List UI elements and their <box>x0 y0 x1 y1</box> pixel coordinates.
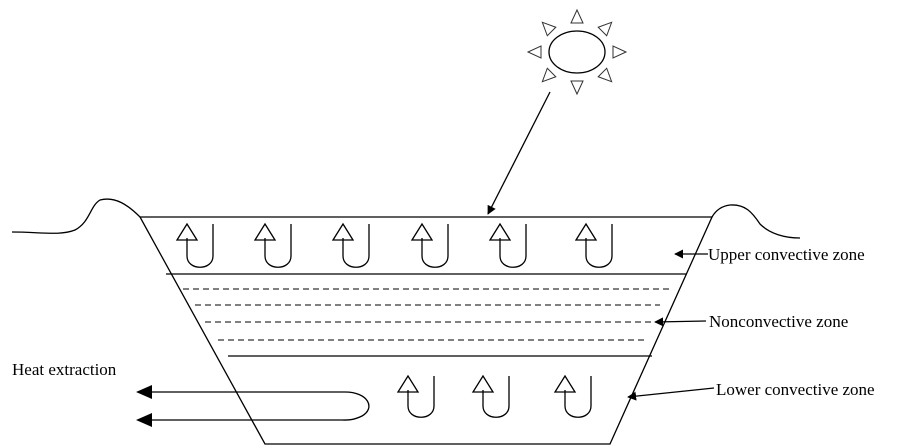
convection-loop-icon <box>175 222 214 268</box>
heat-extraction-arrowhead-lower <box>136 413 152 427</box>
lower-convection-loops <box>396 374 592 418</box>
convection-loop-icon <box>331 222 370 268</box>
nonconvective-zone-label: Nonconvective zone <box>709 312 848 331</box>
sun-ray-icon <box>541 67 557 83</box>
ground-left <box>11 198 141 234</box>
lower-zone-label: Lower convective zone <box>716 380 875 399</box>
sun-ray-icon <box>541 21 557 37</box>
convection-loop-icon <box>471 374 510 418</box>
upper-zone-label: Upper convective zone <box>708 245 865 264</box>
convection-loop-icon <box>574 222 613 268</box>
convection-loop-icon <box>410 222 449 268</box>
sun-icon <box>526 8 628 96</box>
sun-ray-icon <box>612 45 628 59</box>
heat-extraction-arrowhead-upper <box>136 385 152 399</box>
upper-convection-loops <box>175 222 613 268</box>
heat-extraction-label: Heat extraction <box>12 360 117 379</box>
convection-loop-icon <box>396 374 435 418</box>
nonconvective-zone-pointer <box>654 317 707 327</box>
heat-extraction-pipe <box>140 391 370 421</box>
convection-loop-icon <box>553 374 592 418</box>
sun-ray-arrow <box>487 91 551 215</box>
sun-ray-icon <box>526 45 542 59</box>
convection-loop-icon <box>253 222 292 268</box>
convection-loop-icon <box>488 222 527 268</box>
sun-ray-icon <box>570 80 584 96</box>
pond-outline <box>138 216 714 445</box>
gradient-lines <box>183 288 670 341</box>
sun-ray-icon <box>570 8 584 24</box>
ground-right <box>711 204 801 239</box>
sun-ray-icon <box>597 21 613 37</box>
lower-zone-pointer <box>627 387 715 401</box>
sun-ray-icon <box>597 67 613 83</box>
